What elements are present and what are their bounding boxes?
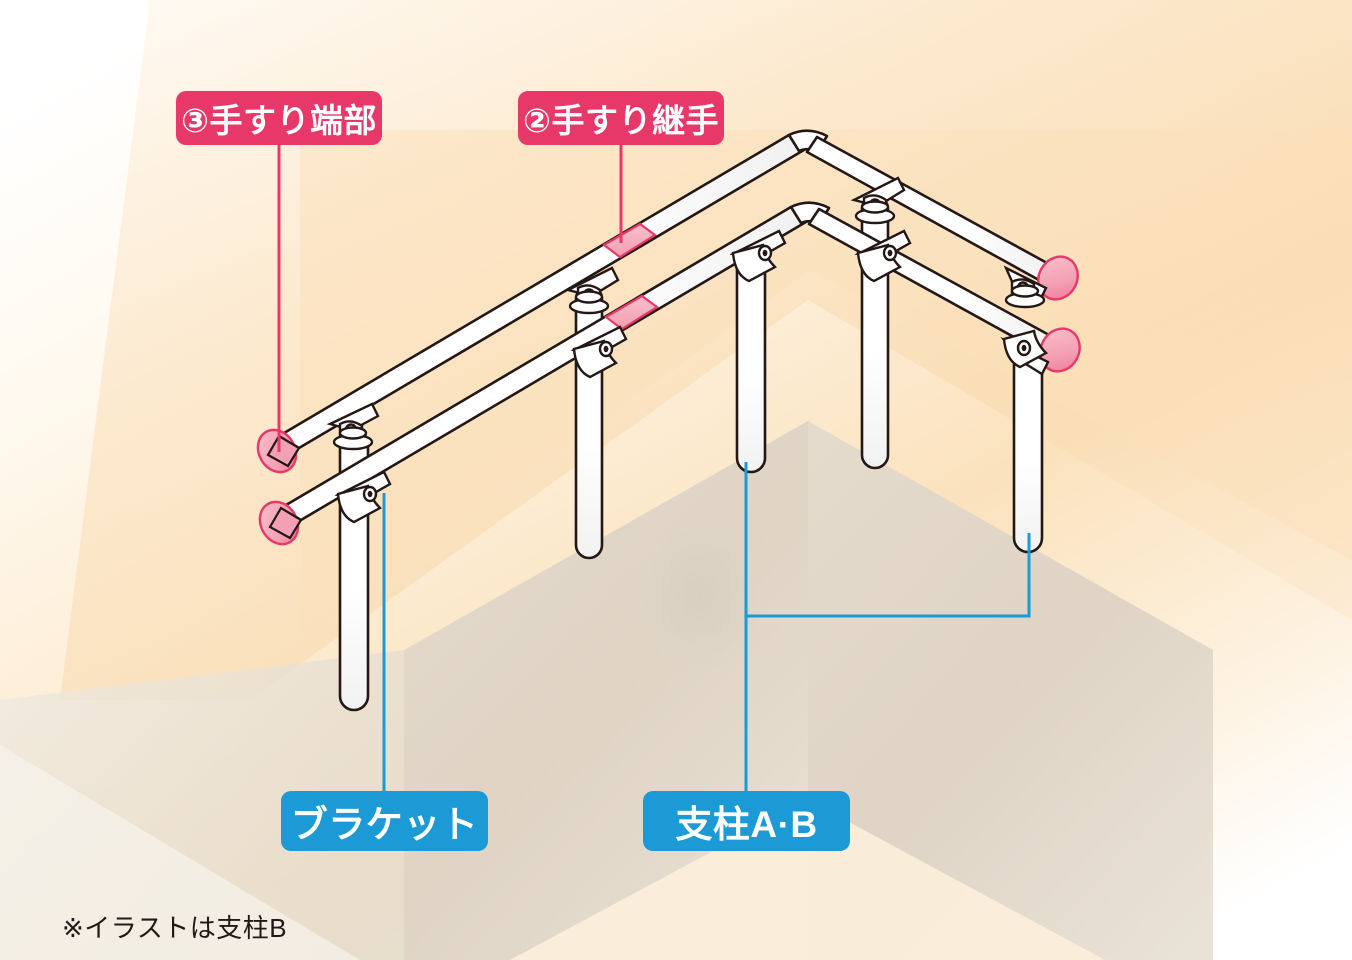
bracket <box>1003 265 1048 309</box>
handrail-joint <box>602 222 657 259</box>
leader-lines <box>277 145 1031 791</box>
label-bracket[interactable]: ブラケット <box>281 791 488 851</box>
rear-handrail <box>256 129 1079 474</box>
bracket <box>326 402 380 451</box>
footnote-text: ※イラストは支柱B <box>62 913 288 943</box>
label-post-ab[interactable]: 支柱A·B <box>643 791 850 851</box>
bracket <box>334 470 392 524</box>
handrail-end-cap <box>1037 255 1079 301</box>
bracket-group-front <box>334 229 1050 524</box>
handrail-joint <box>604 294 659 331</box>
bracket <box>1000 329 1050 376</box>
bracket <box>729 229 787 283</box>
bracket <box>854 229 912 283</box>
bracket <box>850 176 906 225</box>
handrail-end-cap <box>256 428 301 474</box>
post <box>735 248 767 474</box>
bracket <box>564 266 620 315</box>
leader-line-blue <box>744 462 1031 791</box>
bracket <box>570 325 628 379</box>
label-handrail-end[interactable]: ③手すり端部 <box>176 91 382 145</box>
handrail-end-cap <box>1039 327 1081 373</box>
bracket-group-rear <box>326 176 1048 451</box>
label-handrail-joint[interactable]: ②手すり継手 <box>518 91 724 145</box>
handrail-end-cap <box>258 500 303 546</box>
